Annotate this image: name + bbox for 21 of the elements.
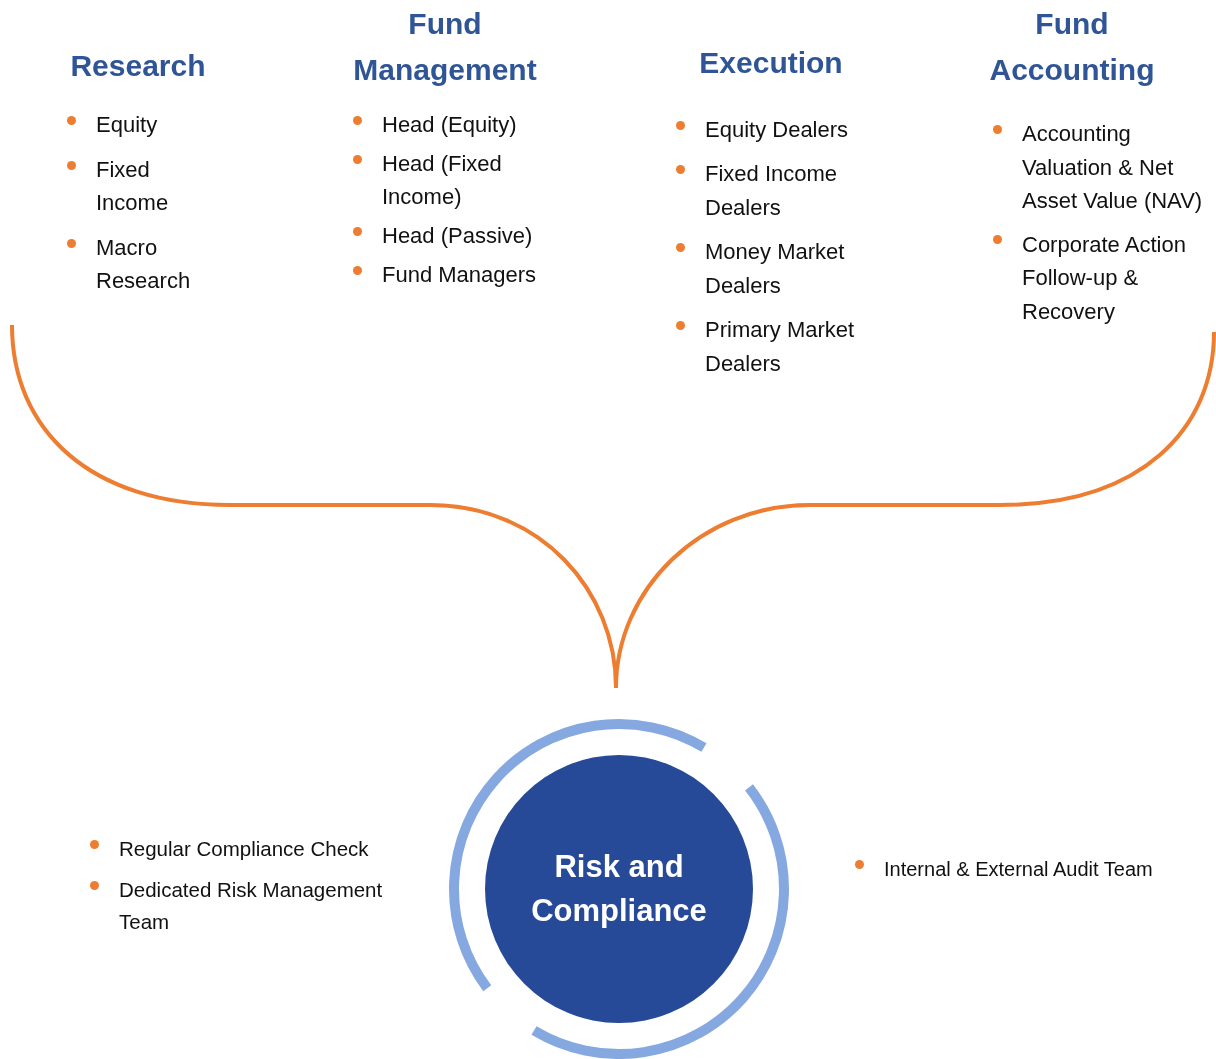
- bullet-text: Internal & External Audit Team: [884, 858, 1153, 880]
- circle-title: Risk and Compliance: [530, 848, 708, 930]
- bullet-text: Fixed Income: [96, 157, 169, 215]
- bullet-text: Fund Managers: [382, 262, 537, 287]
- bullet-text: Corporate Action Follow-up & Recovery: [1022, 231, 1186, 324]
- bullet-text: Head (Equity): [382, 112, 517, 137]
- column-heading: Fund Management: [352, 6, 538, 88]
- bullet-text: Regular Compliance Check: [119, 837, 369, 860]
- column-heading: Research: [69, 48, 207, 84]
- bullet-text: Macro Research: [96, 235, 191, 293]
- bullet-text: Money Market Dealers: [705, 239, 845, 298]
- bullet-text: Head (Passive): [382, 223, 533, 248]
- bullet-text: Head (Fixed Income): [382, 151, 502, 209]
- bullet-text: Fixed Income Dealers: [705, 161, 838, 220]
- bullet-text: Accounting Valuation & Net Asset Value (NAV): [1022, 121, 1203, 213]
- column-heading: Execution: [698, 45, 844, 81]
- bullet-text: Equity: [96, 112, 158, 137]
- bullet-text: Equity Dealers: [705, 117, 849, 142]
- column-heading: Fund Accounting: [988, 6, 1156, 88]
- bullet-text: Primary Market Dealers: [705, 317, 855, 376]
- bullet-text: Dedicated Risk Management Team: [119, 878, 383, 933]
